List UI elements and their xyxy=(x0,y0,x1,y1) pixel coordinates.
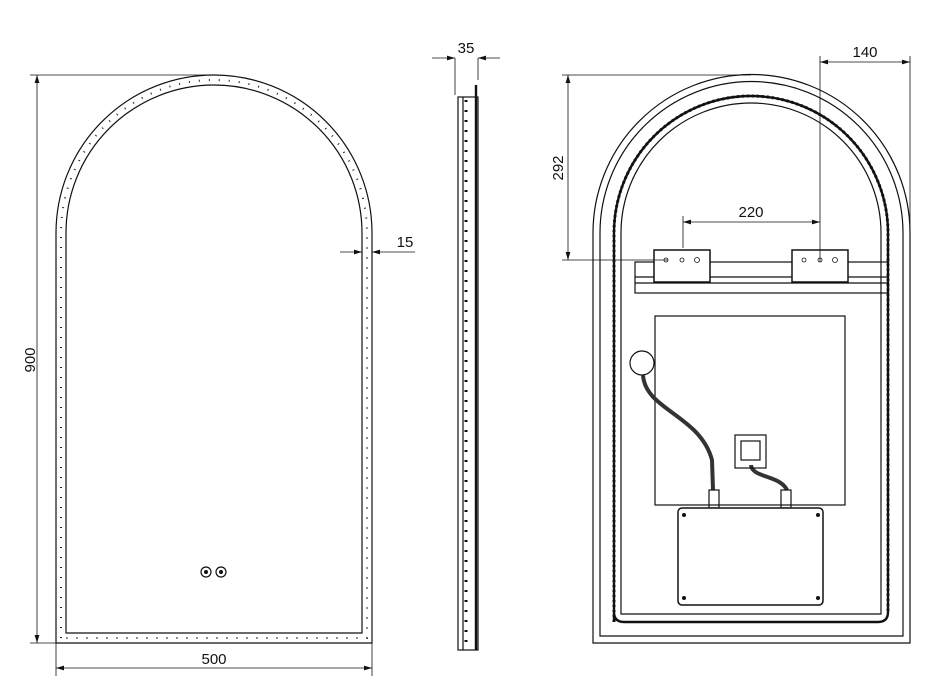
side-view: 35 xyxy=(432,40,500,651)
driver-box xyxy=(677,507,824,606)
dim-width: 500 xyxy=(201,651,226,668)
touch-button-icon[interactable] xyxy=(200,566,212,578)
front-view: 900 500 15 xyxy=(22,74,415,676)
plug-icon xyxy=(629,350,655,376)
touch-button-icon[interactable] xyxy=(215,566,227,578)
dim-bracket-spacing: 220 xyxy=(738,204,763,221)
rear-view: 140 292 220 xyxy=(550,44,911,644)
dim-frame: 15 xyxy=(397,234,414,251)
dim-height: 900 xyxy=(22,347,39,372)
dim-bracket-height: 292 xyxy=(550,155,567,180)
dim-depth: 35 xyxy=(458,40,475,57)
dim-bracket-offset: 140 xyxy=(852,44,877,61)
mounting-rail xyxy=(634,249,889,294)
